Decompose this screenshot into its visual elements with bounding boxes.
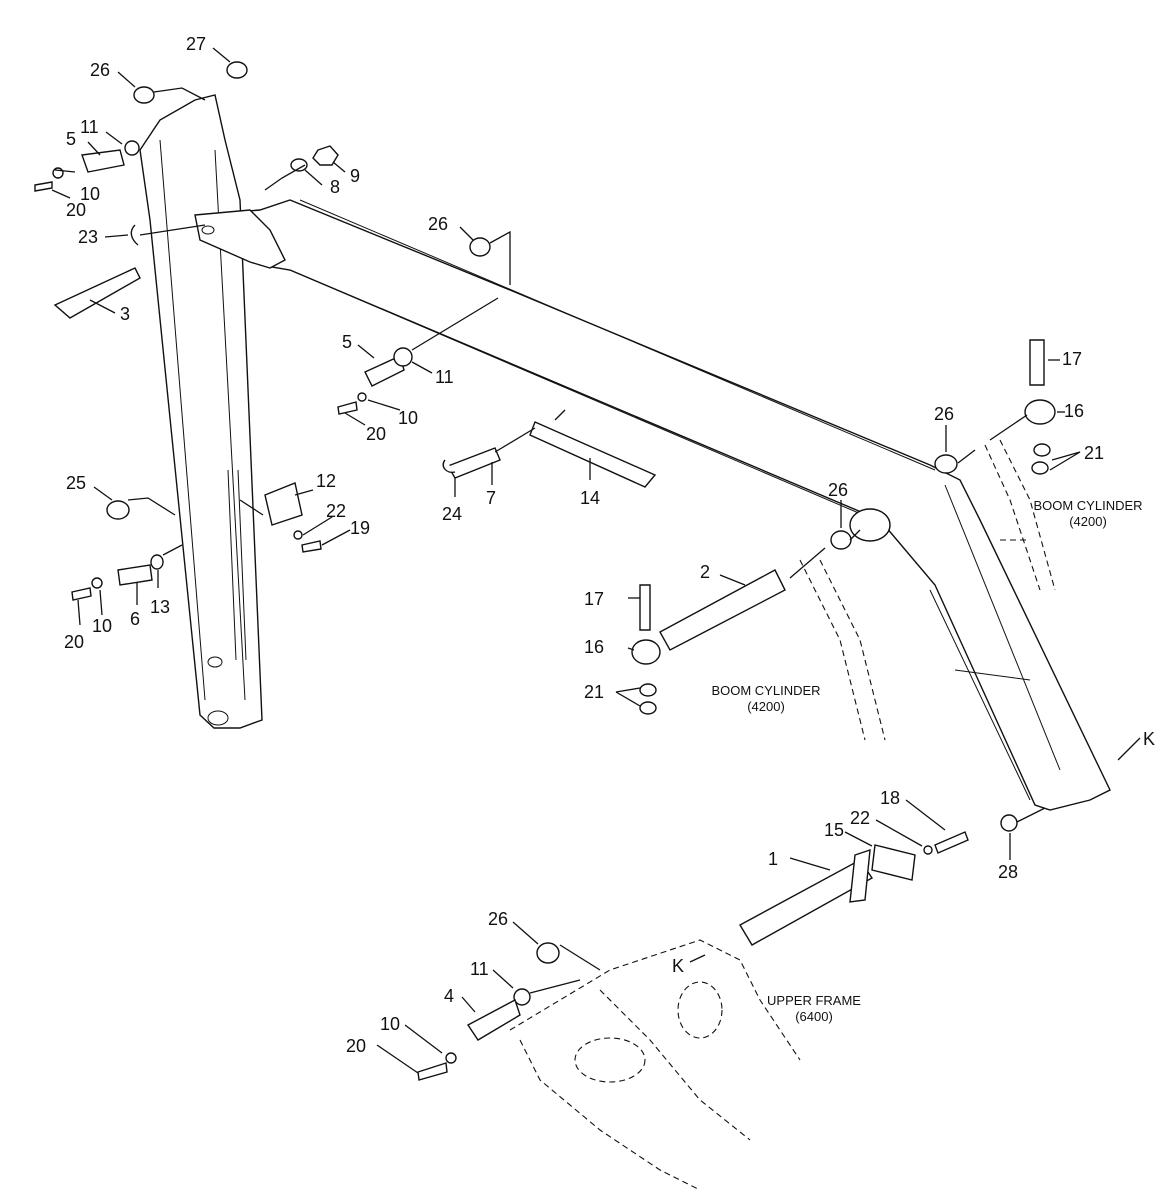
callout-11-c: 11	[470, 959, 489, 979]
ref-mark-k-right: K	[1143, 729, 1155, 749]
callout-19: 19	[350, 518, 370, 538]
callout-10: 10	[80, 184, 100, 204]
boom-cylinder-center-number: (4200)	[747, 699, 785, 714]
callout-20-d: 20	[346, 1036, 366, 1056]
callout-20-b: 20	[366, 424, 386, 444]
callout-10-d: 10	[380, 1014, 400, 1034]
callout-12: 12	[316, 471, 336, 491]
callout-15: 15	[824, 820, 844, 840]
callout-11-b: 11	[435, 367, 454, 387]
callout-14: 14	[580, 488, 600, 508]
callout-17: 17	[1062, 349, 1082, 369]
callout-10-b: 10	[398, 408, 418, 428]
callout-7: 7	[486, 488, 496, 508]
callout-6: 6	[130, 609, 140, 629]
callout-26-e: 26	[488, 909, 508, 929]
callout-26-c: 26	[934, 404, 954, 424]
callout-24: 24	[442, 504, 462, 524]
callout-5: 5	[66, 129, 76, 149]
callout-1: 1	[768, 849, 778, 869]
boom-cylinder-right-caption: BOOM CYLINDER	[1033, 498, 1142, 513]
reference-marks: K K	[672, 729, 1155, 976]
callout-17-b: 17	[584, 589, 604, 609]
callout-25: 25	[66, 473, 86, 493]
callout-26-d: 26	[828, 480, 848, 500]
boom-cylinder-center-caption: BOOM CYLINDER	[711, 683, 820, 698]
callout-8: 8	[330, 177, 340, 197]
callout-21-b: 21	[584, 682, 604, 702]
boom-cylinder-right-number: (4200)	[1069, 514, 1107, 529]
captions: BOOM CYLINDER (4200) BOOM CYLINDER (4200…	[711, 498, 1142, 1024]
upper-frame-caption: UPPER FRAME	[767, 993, 861, 1008]
callout-18: 18	[880, 788, 900, 808]
callout-28: 28	[998, 862, 1018, 882]
callout-21: 21	[1084, 443, 1104, 463]
callout-16: 16	[1064, 401, 1084, 421]
callout-4: 4	[444, 986, 454, 1006]
leader-lines	[51, 47, 1141, 1074]
callout-23: 23	[78, 227, 98, 247]
callout-20: 20	[66, 200, 86, 220]
callout-16-b: 16	[584, 637, 604, 657]
upper-frame-number: (6400)	[795, 1009, 833, 1024]
callout-11: 11	[80, 117, 99, 137]
callout-labels: 27 26 11 5 10 20 9 8 23 3 26 5 11 10 20 …	[64, 34, 1104, 1056]
callout-27: 27	[186, 34, 206, 54]
callout-13: 13	[150, 597, 170, 617]
callout-26-b: 26	[428, 214, 448, 234]
ref-mark-k-frame: K	[672, 956, 684, 976]
callout-26: 26	[90, 60, 110, 80]
callout-9: 9	[350, 166, 360, 186]
callout-5-b: 5	[342, 332, 352, 352]
callout-10-c: 10	[92, 616, 112, 636]
callout-2: 2	[700, 562, 710, 582]
boom-structure	[139, 94, 1111, 1191]
callout-22-b: 22	[850, 808, 870, 828]
callout-20-c: 20	[64, 632, 84, 652]
part-glyphs	[34, 61, 1056, 1081]
callout-22: 22	[326, 501, 346, 521]
callout-3: 3	[120, 304, 130, 324]
